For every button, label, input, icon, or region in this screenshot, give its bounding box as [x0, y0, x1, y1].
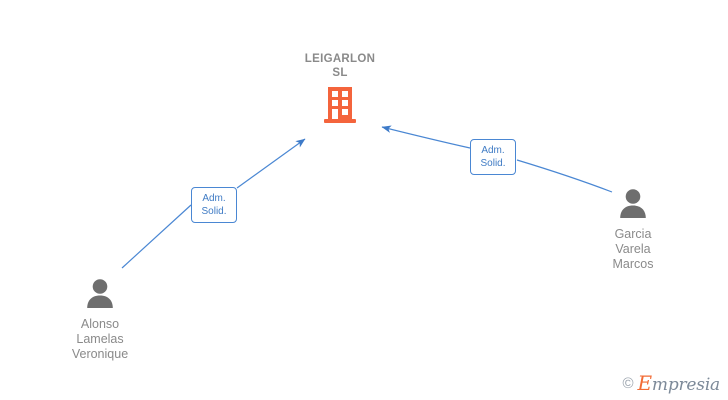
relation-label-line1: Adm. [481, 145, 505, 156]
person-node-garcia-varela-marcos[interactable]: Garcia Varela Marcos [568, 188, 698, 272]
relation-label-alonso[interactable]: Adm. Solid. [191, 187, 237, 223]
company-title: LEIGARLON SL [270, 52, 410, 80]
person-name-line3: Veronique [71, 347, 129, 361]
company-node-leigarlon-sl[interactable]: LEIGARLON SL [270, 52, 410, 129]
edge-alonso-lower [121, 204, 192, 269]
edge-garcia-upper [381, 125, 471, 149]
copyright-icon: © [622, 375, 634, 392]
company-title-line1: LEIGARLON [304, 53, 376, 65]
relation-label-line2: Solid. [201, 206, 227, 217]
relation-label-line1: Adm. [202, 193, 226, 204]
person-icon[interactable] [84, 278, 116, 308]
edge-alonso-upper [236, 138, 306, 189]
brand-rest: mpresia [651, 375, 720, 395]
edge-garcia-lower [516, 159, 613, 193]
company-title-line2: SL [332, 67, 348, 79]
person-name-line3: Marcos [612, 257, 654, 271]
brand-wordmark: Empresia [638, 373, 721, 394]
person-name-line1: Garcia [614, 227, 652, 241]
empresia-watermark: © Empresia [622, 373, 720, 394]
person-icon[interactable] [617, 188, 649, 218]
person-name-line2: Lamelas [76, 332, 124, 346]
brand-initial: E [637, 371, 653, 395]
person-node-alonso-lamelas-veronique[interactable]: Alonso Lamelas Veronique [35, 278, 165, 362]
relation-label-garcia[interactable]: Adm. Solid. [470, 139, 516, 175]
person-name: Garcia Varela Marcos [568, 227, 698, 272]
relation-label-line2: Solid. [480, 158, 506, 169]
person-name-line1: Alonso [80, 317, 120, 331]
person-name-line2: Varela [615, 242, 651, 256]
building-icon[interactable] [323, 86, 357, 124]
person-name: Alonso Lamelas Veronique [35, 317, 165, 362]
